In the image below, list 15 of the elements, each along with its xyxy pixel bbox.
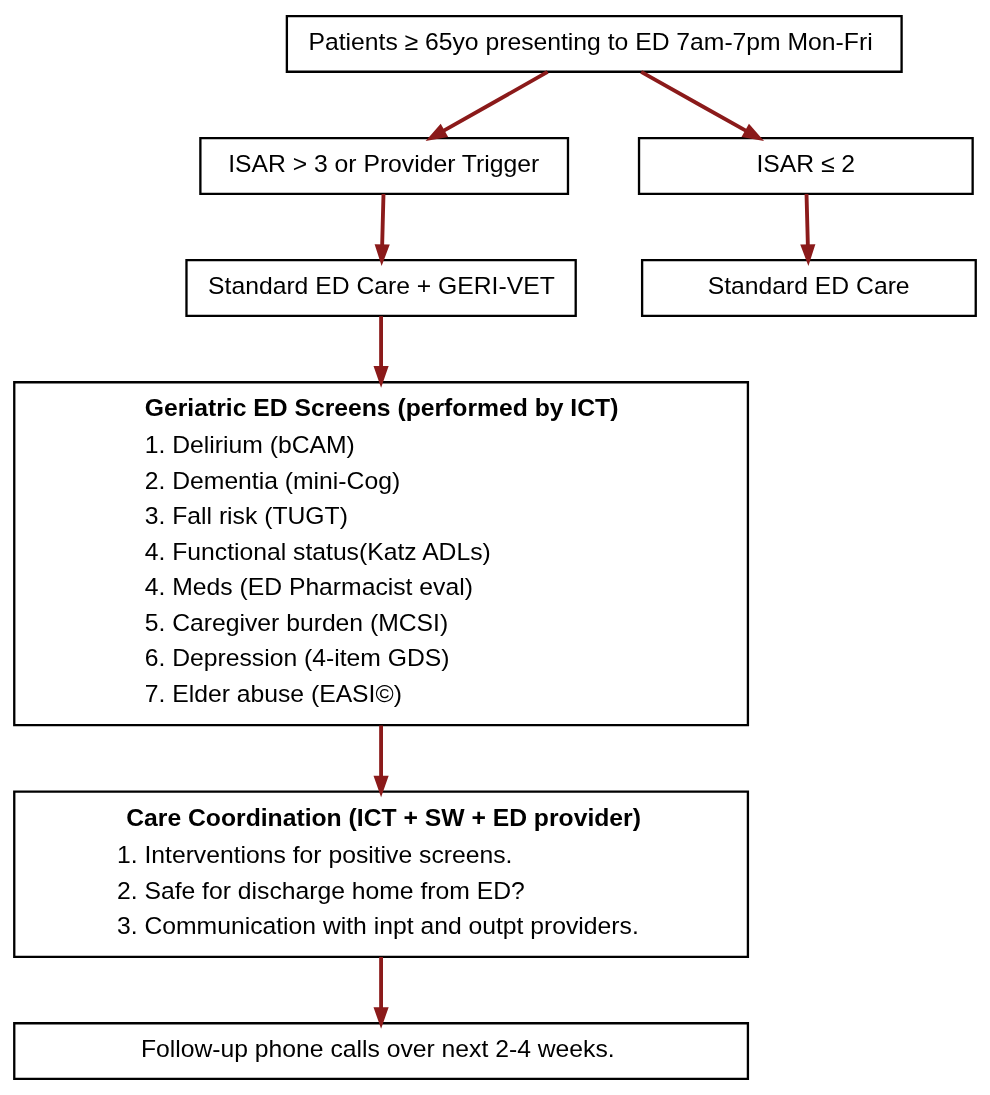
node-box: ISAR ≤ 2 bbox=[637, 137, 974, 195]
node-box: Patients ≥ 65yo presenting to ED 7am-7pm Mon-Fri bbox=[285, 15, 903, 73]
arrow bbox=[373, 957, 389, 1029]
node-box: Standard ED Care + GERI-VET bbox=[185, 259, 577, 317]
arrow bbox=[373, 316, 389, 388]
arrow bbox=[373, 725, 389, 798]
node-box: Geriatric ED Screens (performed by ICT) 1. Delirium (bCAM) 2. Dementia (mini-Cog) 3. Fall risk (TUGT) 4. Functional status(Katz ADLs) 4. Meds (ED Pharmacist eval) 5. Caregiver burden (MCSI) 6. Depression (4-item GDS) 7. Elder abuse (EASI©) bbox=[13, 381, 750, 727]
node-box: Care Coordination (ICT + SW + ED provider) 1. Interventions for positive screens. 2. Safe for discharge home from ED? 3. Communication with inpt and outpt providers. bbox=[13, 790, 750, 958]
node-box: Standard ED Care bbox=[640, 259, 977, 317]
node-box: Follow-up phone calls over next 2-4 weeks. bbox=[13, 1022, 750, 1080]
arrow bbox=[640, 70, 765, 141]
arrow bbox=[425, 70, 549, 142]
node-box: ISAR > 3 or Provider Trigger bbox=[199, 137, 570, 195]
arrow bbox=[374, 193, 390, 266]
arrow bbox=[800, 193, 816, 266]
